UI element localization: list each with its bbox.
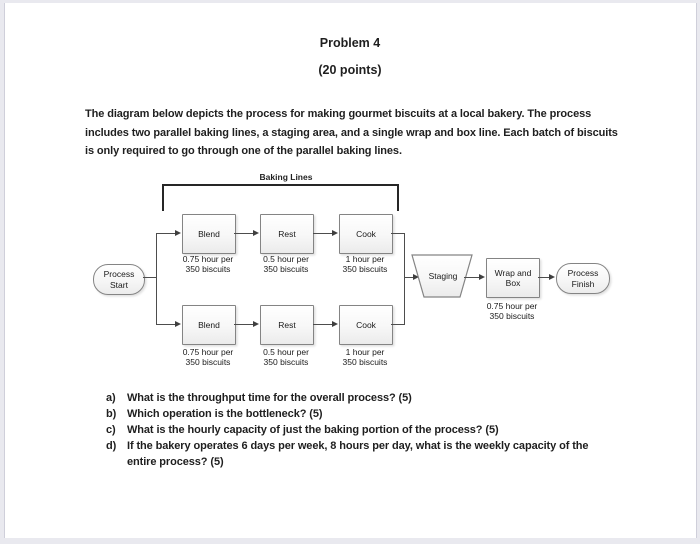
question-text: What is the throughput time for the over…	[127, 392, 412, 404]
question-text: Which operation is the bottleneck? (5)	[127, 408, 323, 420]
baking-lines-bracket	[162, 184, 399, 186]
process-finish-label: Finish	[571, 278, 595, 289]
question-item-b: b) Which operation is the bottleneck? (5…	[106, 406, 606, 422]
process-finish-label: Process	[567, 268, 599, 278]
step-box-rest-2: Rest	[260, 305, 314, 345]
connector	[404, 277, 416, 278]
step-label: Cook	[356, 229, 376, 239]
connector	[156, 233, 157, 325]
step-label: Blend	[198, 229, 220, 239]
step-box-blend-1: Blend	[182, 214, 236, 254]
baking-lines-bracket-left-tick	[162, 184, 164, 211]
connector	[538, 277, 552, 278]
step-time-label: 0.5 hour per 350 biscuits	[263, 347, 309, 367]
statement-line: The diagram below depicts the process fo…	[85, 108, 592, 120]
step-label: Cook	[356, 320, 376, 330]
statement-line: is only required to go through one of th…	[85, 145, 402, 157]
step-label: Box	[505, 278, 521, 288]
problem-title: Problem 4	[319, 36, 381, 50]
process-start-node: Process Start	[93, 264, 145, 295]
connector	[313, 324, 333, 325]
step-time-label: 0.75 hour per 350 biscuits	[486, 301, 538, 321]
step-time-label: 1 hour per 350 biscuits	[342, 254, 388, 274]
step-label: Rest	[278, 320, 296, 330]
arrowhead	[412, 274, 419, 280]
arrowhead	[174, 230, 181, 236]
connector	[156, 233, 176, 234]
question-item-d: d) If the bakery operates 6 days per wee…	[106, 438, 606, 470]
process-start-label: Start	[110, 279, 128, 290]
connector	[234, 233, 254, 234]
step-label: Wrap and	[494, 267, 532, 278]
step-time-label: 0.5 hour per 350 biscuits	[263, 254, 309, 274]
staging-node	[411, 254, 473, 298]
connector	[143, 277, 157, 278]
question-item-a: a) What is the throughput time for the o…	[106, 390, 606, 406]
connector	[404, 233, 405, 325]
connector	[391, 324, 405, 325]
staging-label: Staging	[428, 271, 458, 281]
step-box-wrap-and-box: Wrap and Box	[486, 258, 540, 298]
question-item-c: c) What is the hourly capacity of just t…	[106, 422, 606, 438]
question-text: If the bakery operates 6 days per week, …	[127, 440, 589, 468]
step-box-blend-2: Blend	[182, 305, 236, 345]
question-text: What is the hourly capacity of just the …	[127, 424, 499, 436]
connector	[234, 324, 254, 325]
baking-lines-bracket-right-tick	[397, 184, 399, 211]
step-time-label: 1 hour per 350 biscuits	[342, 347, 388, 367]
arrowhead	[331, 230, 338, 236]
step-label: Rest	[278, 229, 296, 239]
question-label: c)	[106, 424, 116, 436]
arrowhead	[331, 321, 338, 327]
step-label: Blend	[198, 320, 220, 330]
baking-lines-label: Baking Lines	[259, 172, 313, 182]
question-label: a)	[106, 392, 116, 404]
arrowhead	[252, 230, 259, 236]
question-label: b)	[106, 408, 117, 420]
connector	[391, 233, 405, 234]
arrowhead	[478, 274, 485, 280]
connector	[156, 324, 176, 325]
step-box-cook-1: Cook	[339, 214, 393, 254]
connector	[313, 233, 333, 234]
statement-line: includes two parallel baking lines, a st…	[85, 126, 618, 139]
arrowhead	[174, 321, 181, 327]
process-finish-node: Process Finish	[556, 263, 610, 294]
step-time-label: 0.75 hour per 350 biscuits	[182, 254, 234, 274]
questions-list: a) What is the throughput time for the o…	[106, 390, 606, 470]
arrowhead	[252, 321, 259, 327]
step-box-cook-2: Cook	[339, 305, 393, 345]
step-box-rest-1: Rest	[260, 214, 314, 254]
points-label: (20 points)	[318, 63, 382, 77]
connector	[464, 277, 482, 278]
problem-statement: The diagram below depicts the process fo…	[85, 105, 618, 161]
arrowhead	[548, 274, 555, 280]
step-time-label: 0.75 hour per 350 biscuits	[182, 347, 234, 367]
process-start-label: Process	[103, 269, 135, 279]
staging-trapezoid	[411, 254, 473, 298]
question-label: d)	[106, 440, 117, 452]
